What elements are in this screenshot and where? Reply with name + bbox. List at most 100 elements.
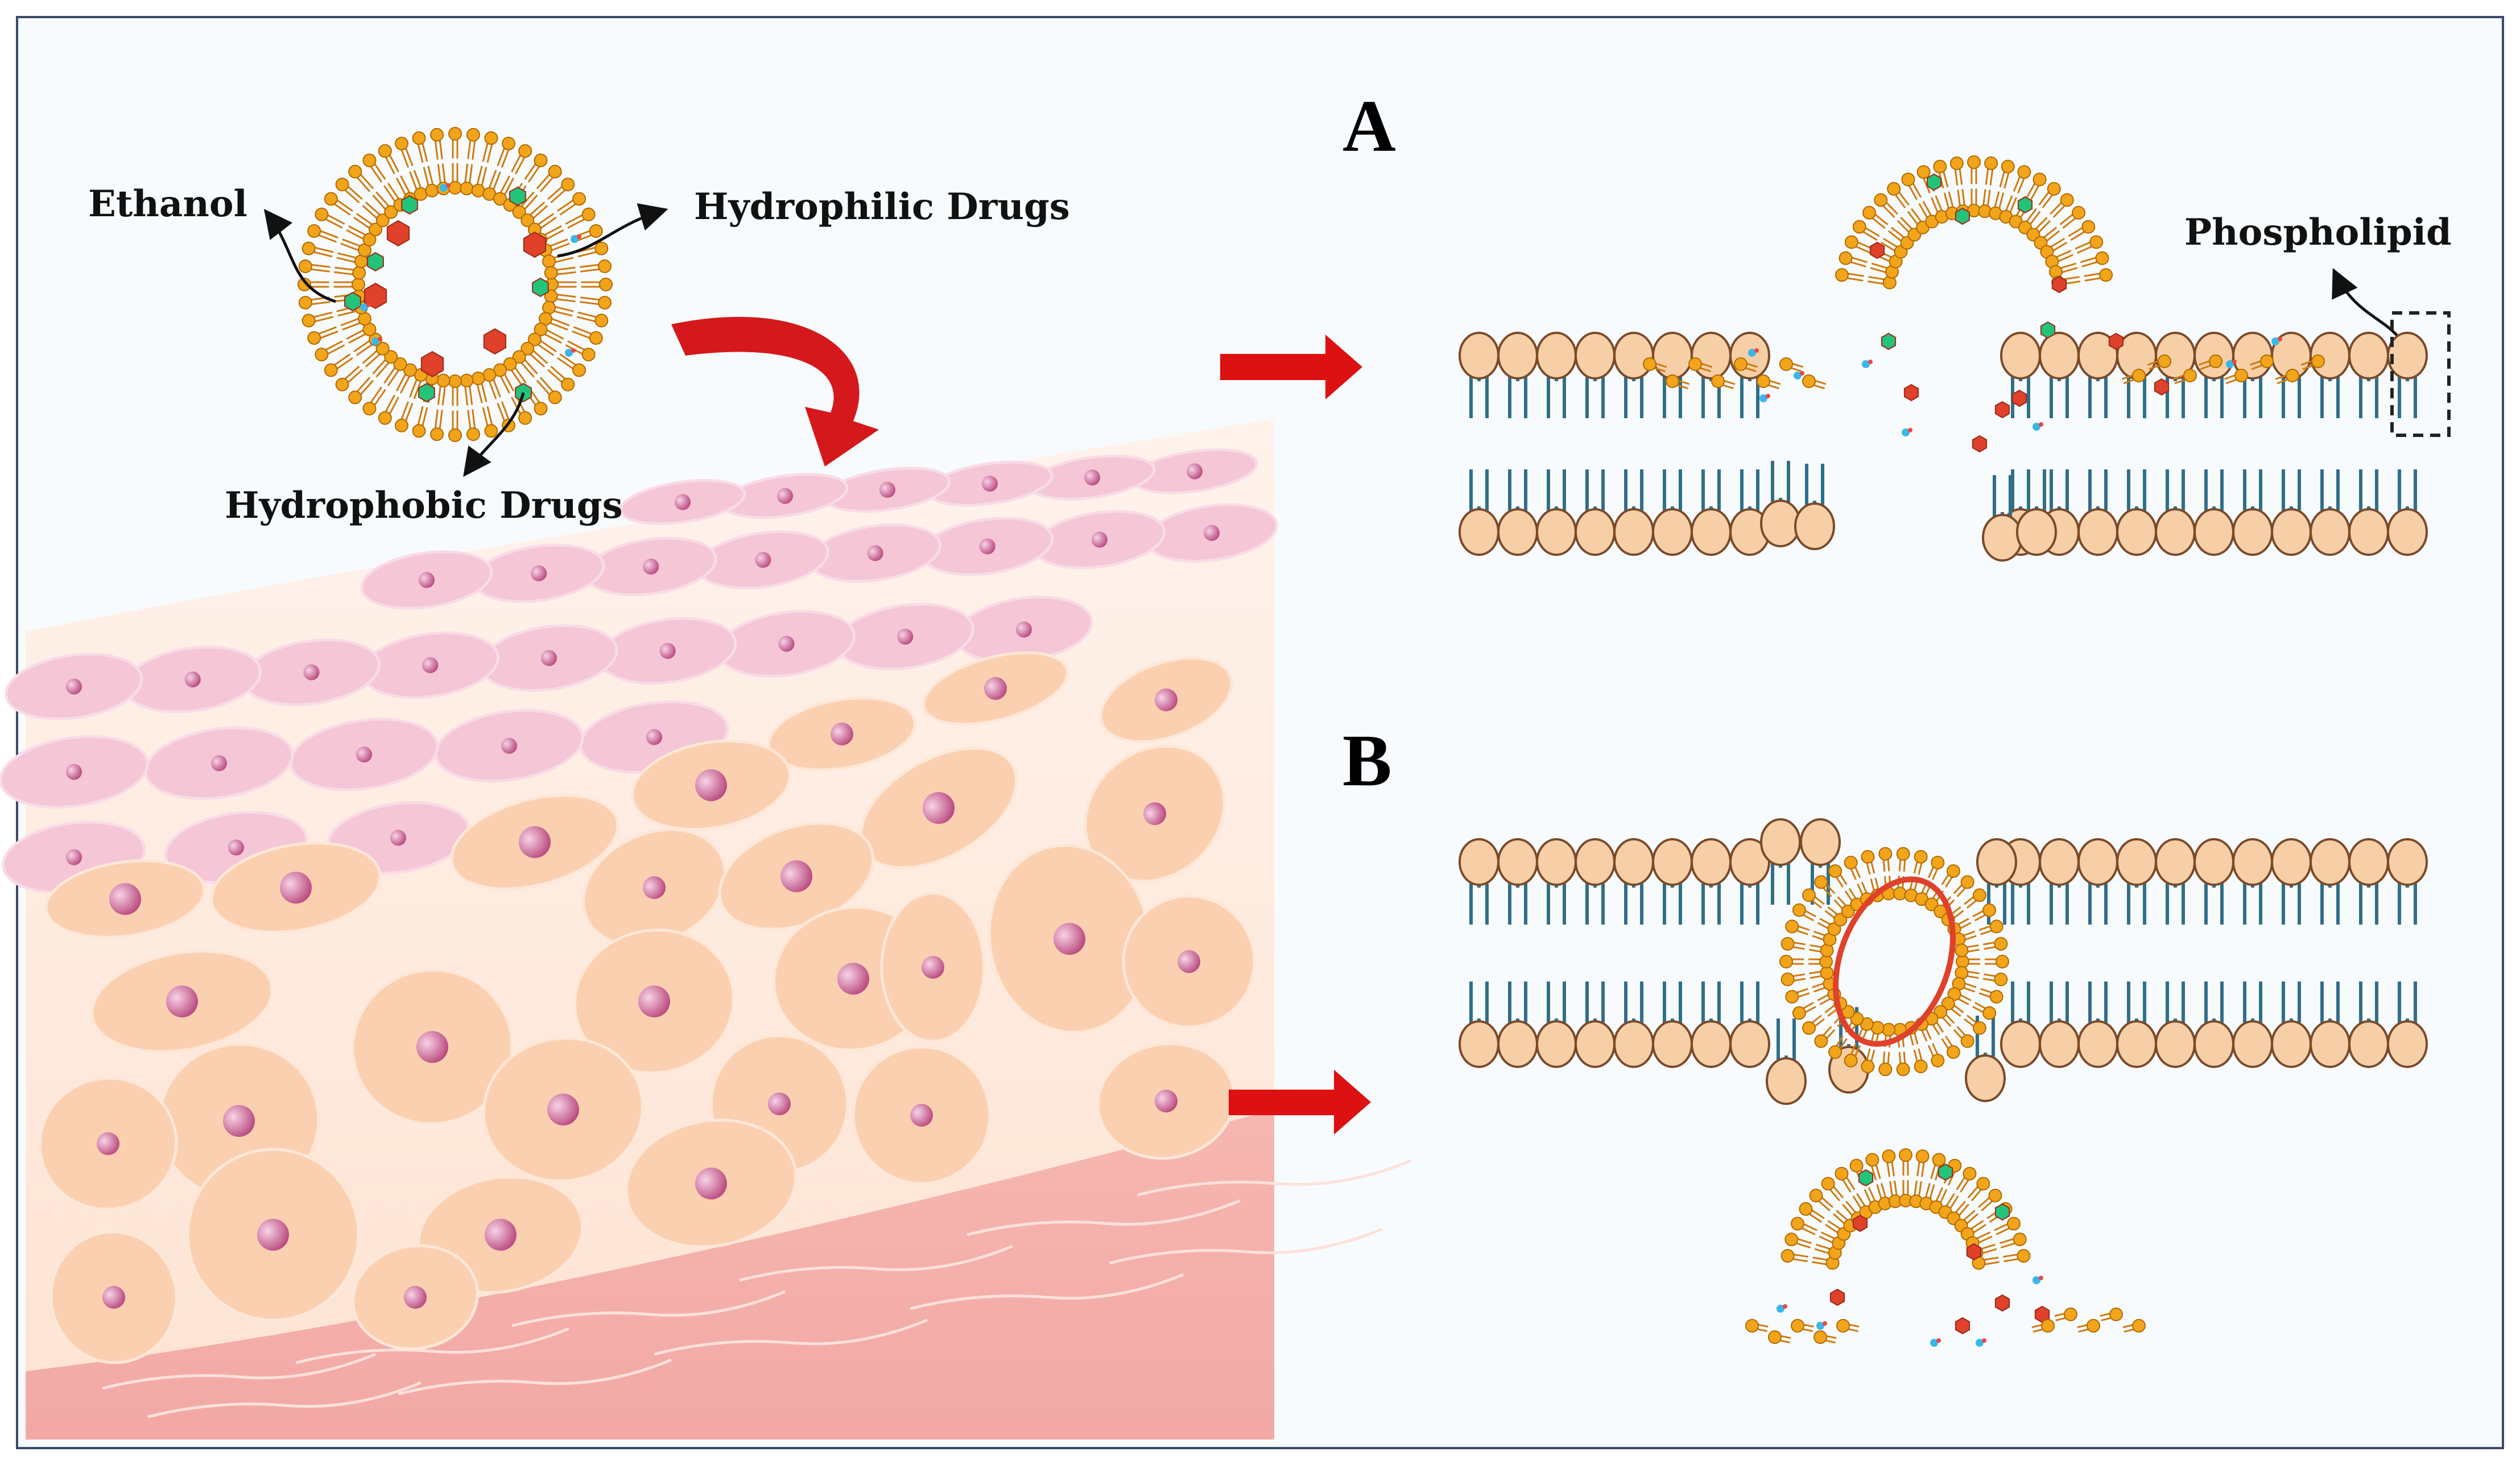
- vesicle-lipid: [1927, 856, 1945, 880]
- vesicle-lipid: [2045, 250, 2073, 269]
- vesicle-lipid: [1836, 1319, 1860, 1333]
- vesicle-lipid: [2059, 205, 2086, 229]
- hydrophilic-drug: [1972, 435, 1988, 453]
- vesicle-lipid: [466, 409, 480, 442]
- membrane-phospholipid: [2310, 469, 2350, 556]
- vesicle-lipid: [1955, 966, 1980, 980]
- vesicle-lipid: [1949, 156, 1964, 185]
- vesicle-lipid: [536, 377, 562, 405]
- vesicle-lipid: [333, 278, 365, 291]
- vesicle-lipid: [1861, 1048, 1875, 1074]
- hydrophilic-drug: [1869, 241, 1885, 259]
- cell-nucleus: [643, 558, 659, 575]
- skin-cell: [434, 709, 584, 783]
- vesicle-lipid: [1643, 357, 1667, 373]
- cell-nucleus: [923, 792, 955, 824]
- vesicle-lipid: [576, 311, 609, 328]
- vesicle-lipid: [1802, 888, 1825, 909]
- dermis-fiber: [295, 1327, 569, 1364]
- skin-cell: [1099, 656, 1233, 744]
- vesicle-lipid: [324, 353, 353, 377]
- hydrophilic-drug: [1829, 1288, 1845, 1306]
- cell-nucleus: [66, 849, 82, 865]
- cell-nucleus: [897, 628, 914, 645]
- cell-nucleus: [223, 1105, 255, 1137]
- vesicle-lipid: [1814, 875, 1836, 897]
- vesicle-lipid: [412, 131, 428, 163]
- dermis-layer: [26, 1110, 1274, 1440]
- vesicle-lipid: [580, 259, 612, 274]
- vesicle-lipid: [1862, 205, 1889, 229]
- hydrophobic-drug: [367, 251, 384, 272]
- ethanol-molecule: [1862, 360, 1873, 368]
- cell-nucleus: [66, 678, 82, 695]
- skin-cell: [289, 717, 439, 791]
- cell-nucleus: [280, 872, 312, 904]
- vesicle-lipid: [565, 340, 596, 362]
- membrane-phospholipid: [1613, 469, 1654, 556]
- vesicle-lipid: [1964, 888, 1986, 909]
- vesicle-lipid: [362, 386, 386, 416]
- cell-nucleus: [768, 1092, 791, 1115]
- skin-cell: [625, 1119, 798, 1248]
- hydrophilic-drug: [1994, 401, 2010, 419]
- cell-nucleus: [531, 565, 547, 582]
- vesicle-lipid: [335, 178, 363, 204]
- vesicle-lipid: [1844, 235, 1873, 254]
- hydrophobic-drug: [418, 382, 435, 403]
- vesicle-lipid: [1824, 906, 1848, 927]
- vesicle-lipid: [482, 170, 501, 201]
- skin-cell: [44, 859, 206, 939]
- membrane-phospholipid: [1652, 982, 1693, 1068]
- vesicle-lipid: [1967, 188, 1981, 217]
- vesicle-lipid: [307, 326, 338, 345]
- vesicle-lipid: [1799, 1202, 1825, 1223]
- vesicle-lipid: [1882, 1149, 1896, 1177]
- vesicle-lipid: [1972, 1001, 1997, 1020]
- vesicle-lipid: [1915, 1149, 1930, 1177]
- vesicle-lipid: [2275, 369, 2299, 385]
- cell-nucleus: [102, 1286, 125, 1309]
- vesicle-lipid: [493, 363, 515, 394]
- vesicle-lipid: [1927, 1043, 1945, 1067]
- ethanol-molecule: [360, 303, 371, 311]
- vesicle-lipid: [448, 127, 462, 159]
- vesicle-lipid: [1861, 850, 1875, 875]
- vesicle-lipid: [2300, 354, 2325, 370]
- vesicle-lipid: [1791, 1319, 1814, 1333]
- vesicle-lipid: [1779, 357, 1804, 373]
- vesicle-lipid: [2048, 262, 2078, 279]
- membrane-phospholipid: [2116, 838, 2157, 925]
- cell-nucleus: [979, 538, 995, 555]
- membrane-phospholipid: [1794, 464, 1835, 550]
- membrane-panel-b: [1459, 818, 2428, 1105]
- vesicle-lipid: [1934, 1005, 1955, 1027]
- vesicle-lipid: [334, 266, 366, 280]
- membrane-phospholipid: [2387, 469, 2428, 556]
- label-phospholipid: Phospholipid: [2184, 211, 2452, 254]
- cell-nucleus: [695, 1168, 727, 1199]
- vesicle-lipid: [448, 410, 462, 442]
- vesicle-lipid: [298, 259, 331, 274]
- vesicle-lipid: [430, 127, 444, 160]
- membrane-phospholipid: [2016, 469, 2057, 556]
- ethanol-molecule: [440, 183, 451, 192]
- skin-cell: [631, 739, 791, 831]
- hydrophobic-drug: [1937, 1163, 1953, 1181]
- dermis-fiber: [1137, 1159, 1411, 1197]
- cell-nucleus: [1016, 621, 1032, 638]
- dermis-fiber: [654, 1318, 928, 1356]
- cell-nucleus: [1143, 802, 1166, 825]
- curved-red-arrow: [671, 316, 879, 467]
- skin-cell: [1084, 744, 1226, 883]
- hydrophobic-drug: [1994, 1203, 2010, 1221]
- hydrophilic-drug: [1852, 1214, 1868, 1232]
- membrane-phospholipid: [2310, 838, 2350, 925]
- hydrophobic-drug: [1881, 332, 1897, 350]
- cell-nucleus: [675, 494, 691, 510]
- vesicle-lipid: [412, 406, 428, 438]
- vesicle-lipid: [395, 137, 414, 168]
- vesicle-lipid: [511, 144, 532, 175]
- vesicle-lipid: [2040, 237, 2068, 259]
